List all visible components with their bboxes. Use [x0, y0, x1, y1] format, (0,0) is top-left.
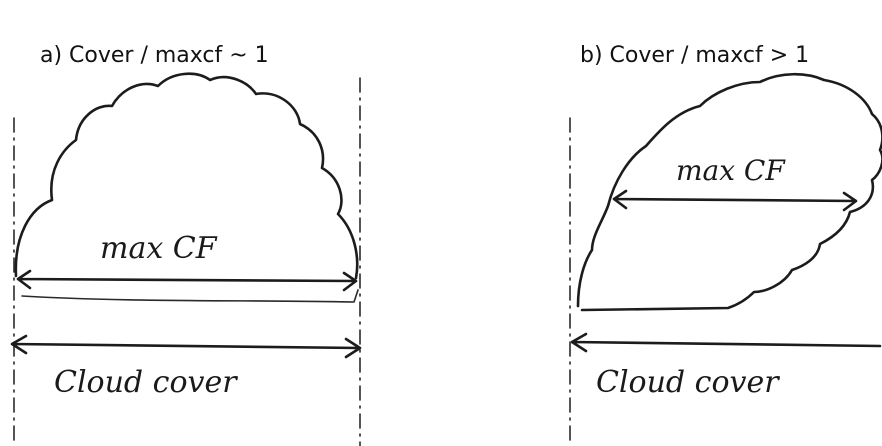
- panel-a-maxcf-arrow: [16, 269, 358, 292]
- panel-a-title: a) Cover / maxcf ~ 1: [40, 43, 269, 68]
- panel-b-cover-label: Cloud cover: [596, 365, 780, 400]
- panel-b-cover-arrow: [570, 332, 882, 353]
- panel-a-cover-arrow: [10, 334, 362, 359]
- panel-b: b) Cover / maxcf > 1 max CF Cloud cover: [569, 43, 882, 446]
- panel-b-maxcf-label: max CF: [676, 154, 786, 187]
- panel-a-cloud-outline: [14, 72, 359, 280]
- panel-a-cover-label: Cloud cover: [54, 365, 238, 400]
- panel-b-title: b) Cover / maxcf > 1: [580, 43, 809, 68]
- panel-b-maxcf-arrow: [612, 189, 858, 212]
- panel-a-cloud-base: [21, 289, 359, 303]
- panel-a-maxcf-label: max CF: [100, 231, 218, 266]
- panel-a: a) Cover / maxcf ~ 1 max CF Cloud cover: [10, 43, 362, 446]
- panel-b-cloud-outline: [576, 72, 882, 312]
